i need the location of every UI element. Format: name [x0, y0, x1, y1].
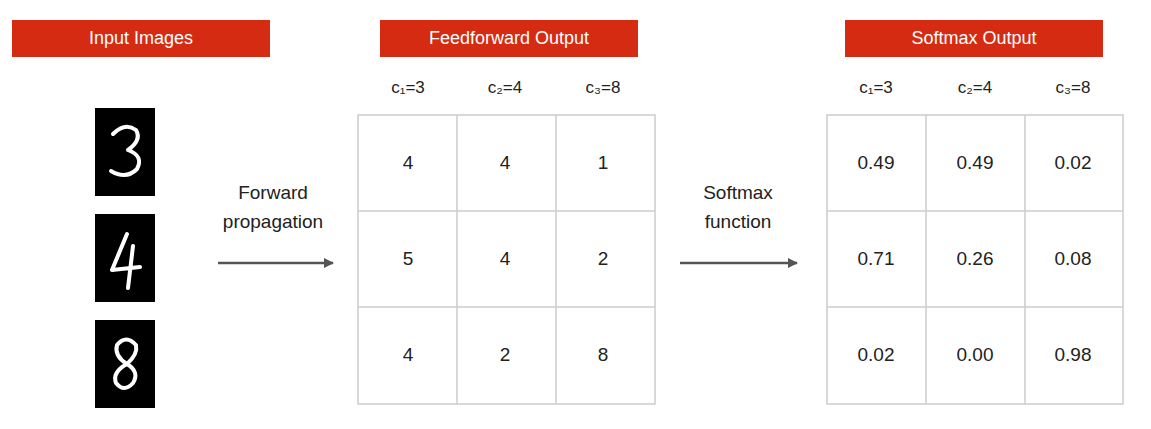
- table-cell: 0.02: [1055, 148, 1092, 177]
- column-header: c₃=8: [586, 75, 621, 101]
- table-cell: 0.02: [858, 340, 895, 369]
- table-grid: [358, 115, 655, 404]
- column-header: c₁=3: [391, 75, 425, 101]
- table-cell: 0.00: [957, 340, 994, 369]
- header-box: Input Images: [12, 20, 270, 57]
- table-cell: 4: [403, 340, 414, 369]
- table-cell: 0.98: [1055, 340, 1092, 369]
- arrow-label: Softmax function: [676, 178, 801, 237]
- table-cell: 8: [598, 340, 609, 369]
- table-cell: 0.49: [957, 148, 994, 177]
- table-cell: 0.71: [858, 244, 895, 273]
- table-cell: 0.08: [1055, 244, 1092, 273]
- process-arrow: [218, 262, 333, 265]
- arrow-label: Forward propagation: [198, 178, 348, 237]
- digit-image: [95, 108, 155, 196]
- table-cell: 0.49: [858, 148, 895, 177]
- column-header: c₁=3: [859, 75, 893, 101]
- process-arrow: [680, 262, 797, 265]
- table-cell: 2: [598, 244, 609, 273]
- header-box: Feedforward Output: [380, 20, 638, 57]
- table-cell: 0.26: [957, 244, 994, 273]
- table-cell: 4: [403, 148, 414, 177]
- header-text: Feedforward Output: [429, 28, 589, 50]
- table-grid: [827, 115, 1123, 404]
- column-header: c₃=8: [1056, 75, 1091, 101]
- table-cell: 4: [500, 244, 511, 273]
- header-text: Input Images: [89, 28, 193, 50]
- digit-image: [95, 214, 155, 302]
- header-box: Softmax Output: [845, 20, 1103, 57]
- table-cell: 5: [403, 244, 414, 273]
- digit-image: [95, 320, 155, 408]
- table-cell: 4: [500, 148, 511, 177]
- table-cell: 2: [500, 340, 511, 369]
- column-header: c₂=4: [488, 75, 522, 101]
- table-cell: 1: [598, 148, 609, 177]
- header-text: Softmax Output: [911, 28, 1036, 50]
- column-header: c₂=4: [958, 75, 992, 101]
